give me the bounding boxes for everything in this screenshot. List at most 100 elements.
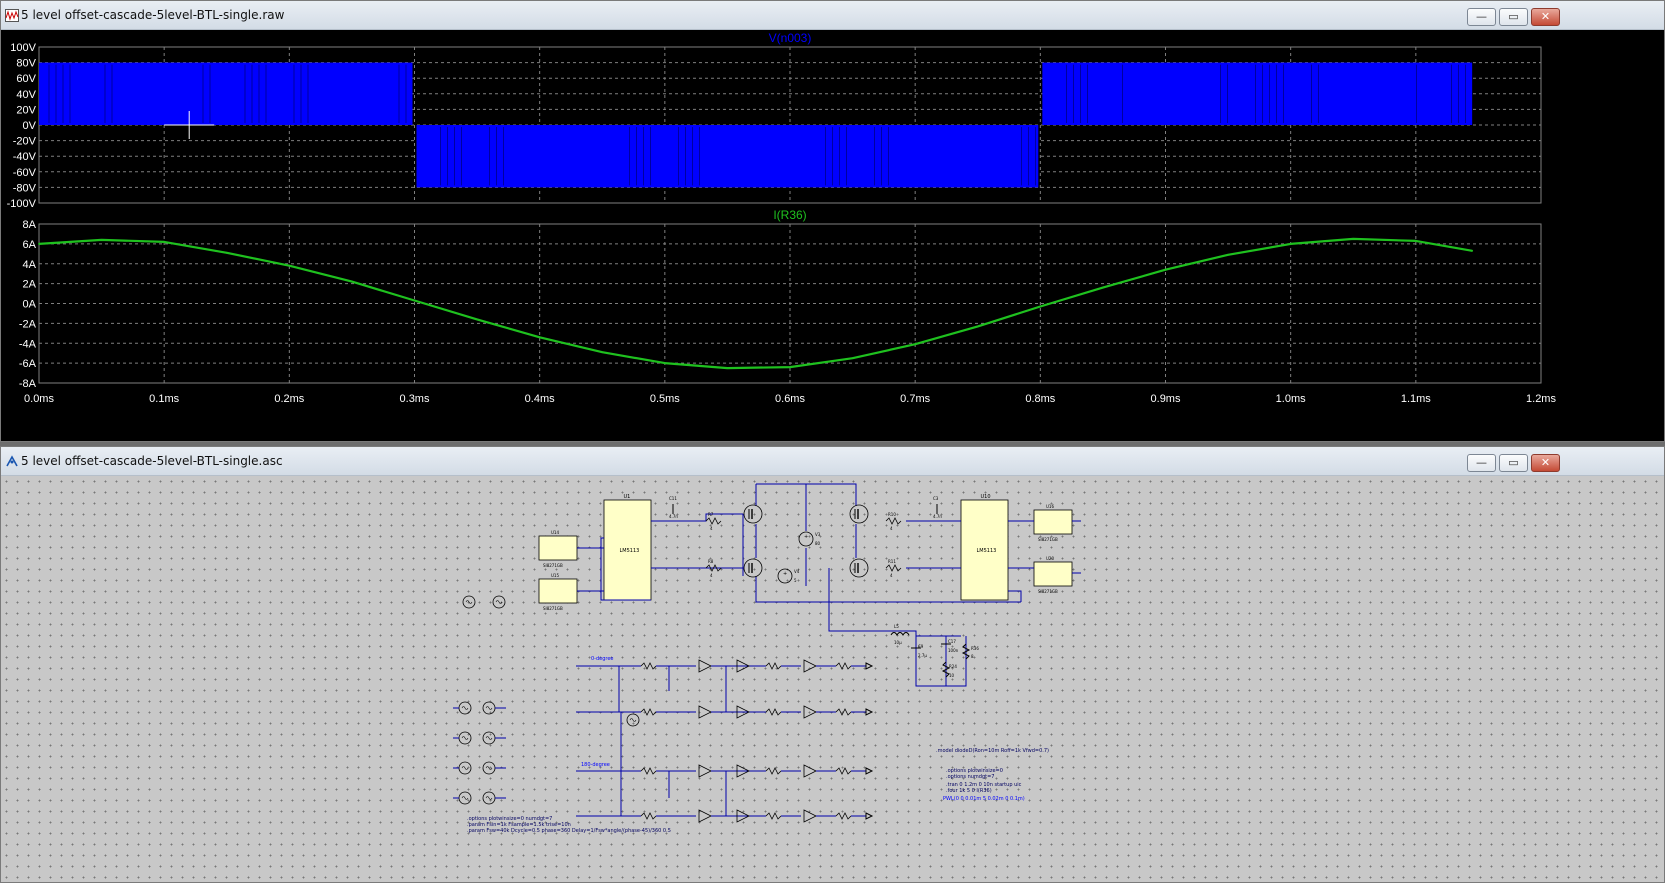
resistor-r10-value: 4 — [890, 526, 893, 531]
inverter-0 — [736, 659, 750, 673]
resistor-pwm-in-0 — [640, 662, 657, 670]
directive-tran[interactable]: .tran 0 1.2m 0 10n startup uic — [946, 782, 1022, 788]
current-data-point — [1102, 286, 1104, 289]
source-dc-offset — [626, 713, 640, 727]
current-data-point — [413, 299, 416, 302]
schematic-drawing[interactable]: U1LM5113U10LM5113U14SI8271GBU15SI8271GBU… — [1, 476, 1664, 882]
waveform-minimize-button[interactable]: — — [1467, 8, 1496, 26]
current-trace-title: I(R36) — [773, 208, 806, 222]
source-v4 — [777, 568, 793, 584]
current-data-point — [538, 336, 541, 339]
voltage-pwm-band — [416, 125, 1039, 188]
source-vcarrier-0-b-sine — [485, 706, 493, 710]
current-y-tick-label: -4A — [19, 338, 37, 350]
current-data-point — [163, 240, 166, 243]
voltage-y-tick-label: -80V — [13, 182, 37, 194]
resistor-pwm-in-3 — [640, 812, 657, 820]
capacitor-c9-value: 2.7µ — [918, 653, 927, 658]
inverter-1 — [736, 705, 750, 719]
source-vc1 — [462, 595, 476, 609]
source-v3-plus: + — [804, 534, 808, 540]
waveform-plot-svg[interactable]: 100V80V60V40V20V0V-20V-40V-60V-80V-100VV… — [1, 30, 1664, 441]
x-tick-label: 1.1ms — [1401, 393, 1431, 405]
waveform-app-icon — [5, 9, 19, 22]
current-data-point — [601, 351, 604, 354]
voltage-pwm-switching-lines — [440, 127, 1036, 186]
flag-1 — [865, 708, 874, 716]
comparator-3 — [698, 809, 712, 823]
directive-options-param[interactable]: .options plotwinsize=0 numdgt=7 — [467, 816, 553, 822]
waveform-window-title: 5 level offset-cascade-5level-BTL-single… — [21, 8, 285, 22]
current-y-tick-label: -8A — [19, 378, 37, 390]
resistor-r8-value: 4 — [710, 573, 713, 578]
source-vcarrier-3-a-sine — [461, 796, 469, 800]
voltage-pwm-band — [39, 62, 413, 125]
isolator-u20-part: SI8271GB — [1038, 589, 1058, 594]
capacitor-c11-value: 4.7n — [669, 514, 678, 519]
directive-pwl[interactable]: PWL(0 0 0.01m 5 0.02m 0 0.1m) — [943, 796, 1025, 802]
resistor-pwm-in-1 — [640, 708, 657, 716]
voltage-y-tick-label: -40V — [13, 151, 37, 163]
flag-2 — [865, 767, 874, 775]
voltage-pwm-switching-lines — [48, 64, 407, 123]
x-tick-label: 0.9ms — [1151, 393, 1181, 405]
inverter-2 — [736, 764, 750, 778]
current-data-point — [476, 318, 478, 321]
current-y-tick-label: 6A — [23, 239, 37, 251]
x-tick-label: 0.1ms — [149, 393, 179, 405]
source-vc1-sine — [465, 600, 473, 604]
source-vcarrier-2-b-sine — [485, 766, 493, 770]
directive-options-numdgt[interactable]: .options numdgt=7 — [946, 774, 995, 780]
buffer-2 — [803, 764, 817, 778]
buffer-0 — [803, 659, 817, 673]
waveform-maximize-button[interactable]: ▭ — [1499, 8, 1528, 26]
voltage-pwm-switching-lines — [1066, 64, 1466, 123]
wire — [1008, 590, 1022, 602]
directive-four[interactable]: .four 1k 5 0 I(R36) — [946, 788, 992, 794]
wire-output — [828, 568, 961, 637]
isolator-u14-ref: U14 — [551, 530, 559, 535]
x-tick-label: 0.0ms — [24, 393, 54, 405]
isolator-u15 — [538, 578, 578, 604]
resistor-pwm-mid-3 — [765, 812, 782, 820]
directive-param-fsin[interactable]: .param Fsin=1k Fsample=1.5k trise=10n — [467, 822, 571, 828]
current-data-point — [351, 280, 353, 283]
waveform-close-button[interactable]: ✕ — [1531, 8, 1560, 26]
current-data-point — [100, 239, 103, 241]
voltage-y-tick-label: 0V — [23, 120, 37, 132]
schematic-close-button[interactable]: ✕ — [1531, 454, 1560, 472]
resistor-r10 — [885, 517, 902, 525]
resistor-pwm-in-2 — [640, 767, 657, 775]
directive-model-diode[interactable]: .model diodeD(Ron=10m Roff=1k Vfwd=0.7) — [936, 748, 1049, 754]
isolator-u15-ref: U15 — [551, 573, 559, 578]
mosfet-q2 — [743, 558, 763, 578]
inductor-l5-ref: L5 — [894, 624, 899, 629]
isolator-u14 — [538, 535, 578, 561]
resistor-r10-ref: R10 — [888, 512, 896, 517]
voltage-y-tick-label: 60V — [16, 73, 36, 85]
resistor-pwm-out-2 — [835, 767, 852, 775]
directive-param-fsw[interactable]: .param Fsw=40k Dcycle=0.5 phase=360 Dela… — [467, 828, 671, 834]
x-tick-label: 0.4ms — [525, 393, 555, 405]
schematic-minimize-button[interactable]: — — [1467, 454, 1496, 472]
directive-options-plotwinsize[interactable]: .options plotwinsize=0 — [946, 768, 1003, 774]
current-data-point — [1471, 249, 1474, 252]
schematic-maximize-button[interactable]: ▭ — [1499, 454, 1528, 472]
resistor-pwm-mid-0 — [765, 662, 782, 670]
source-vcarrier-1-b-sine — [485, 736, 493, 740]
capacitor-c9-ref: C9 — [918, 644, 924, 649]
inductor-l5-value: 10µ — [894, 640, 902, 645]
waveform-titlebar[interactable]: 5 level offset-cascade-5level-BTL-single… — [1, 1, 1664, 30]
schematic-titlebar[interactable]: 5 level offset-cascade-5level-BTL-single… — [1, 447, 1664, 476]
current-data-point — [789, 366, 791, 368]
resistor-pwm-mid-1 — [765, 708, 782, 716]
source-v4-ref: V4 — [794, 569, 800, 574]
resistor-r7-value: 4 — [710, 526, 713, 531]
flag-0 — [865, 662, 874, 670]
resistor-r24-value: 10 — [949, 673, 955, 678]
capacitor-c3-ref: C3 — [933, 496, 939, 501]
x-tick-label: 1.2ms — [1526, 393, 1556, 405]
voltage-y-tick-label: 20V — [16, 104, 36, 116]
